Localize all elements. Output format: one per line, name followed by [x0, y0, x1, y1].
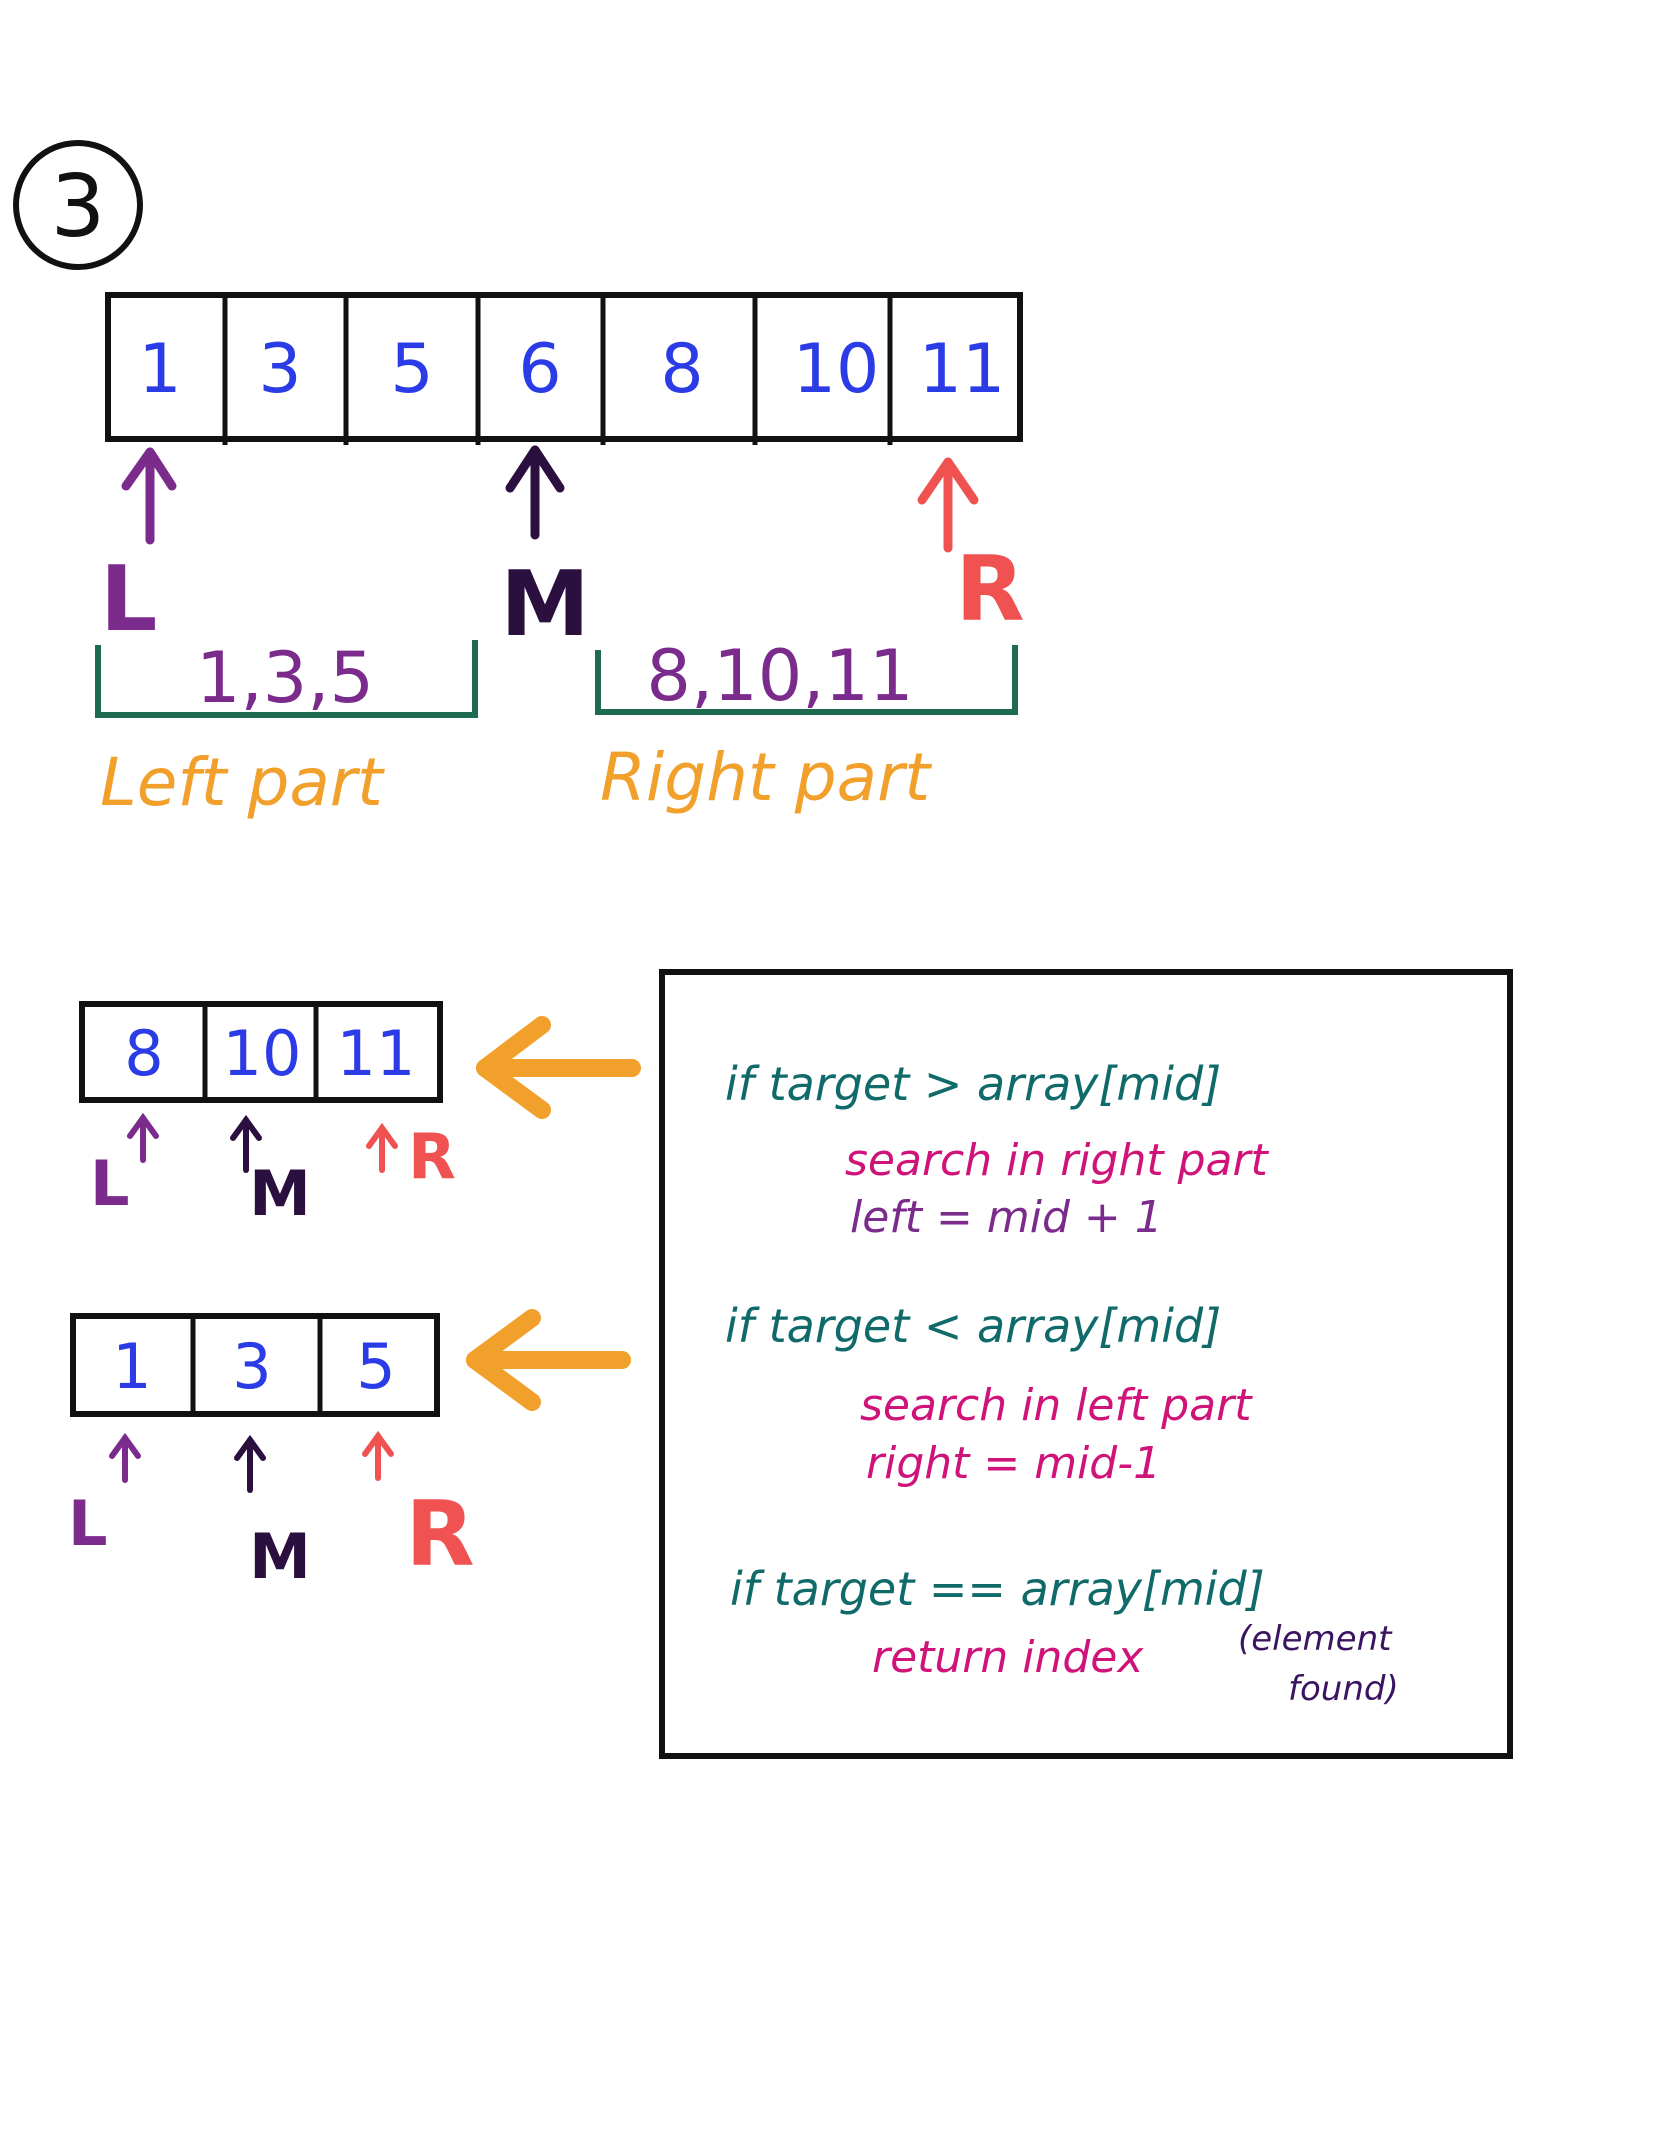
right-pointer-arrow — [917, 457, 979, 553]
right-part-label: Right part — [600, 739, 932, 816]
equal-note-line2: found) — [1288, 1669, 1399, 1709]
sub-right-left-arrow — [127, 1112, 159, 1163]
mid-pointer-label: M — [500, 552, 590, 657]
array-cell-value: 10 — [793, 330, 880, 409]
sub-right-left-label: L — [90, 1147, 130, 1220]
step-badge: 3 — [13, 140, 143, 270]
sub-right-mid-label: M — [249, 1157, 311, 1230]
array-cell-value: 5 — [390, 330, 433, 409]
sub-right-right-label: R — [408, 1120, 456, 1193]
orange-arrow-lower — [466, 1309, 631, 1411]
equal-note-line1: (element — [1238, 1619, 1393, 1659]
sub-right-cell-value: 11 — [337, 1017, 416, 1090]
sub-left-right-label: R — [405, 1482, 474, 1587]
equal-action: return index — [872, 1632, 1144, 1683]
sub-left-cell-value: 1 — [112, 1330, 151, 1403]
sub-right-mid-arrow — [230, 1114, 262, 1173]
sub-left-cell-value: 3 — [232, 1330, 271, 1403]
array-cell-value: 8 — [660, 330, 703, 409]
sub-left-mid-arrow — [234, 1434, 266, 1493]
sub-right-right-arrow — [366, 1122, 398, 1173]
array-cell-value: 6 — [518, 330, 561, 409]
left-part-label: Left part — [100, 744, 385, 821]
sub-right-cell-value: 8 — [124, 1017, 163, 1090]
left-pointer-label: L — [100, 547, 157, 652]
right-values: 8,10,11 — [646, 635, 913, 717]
orange-arrow-upper — [476, 1016, 641, 1119]
greater-condition: if target > array[mid] — [725, 1057, 1221, 1111]
less-assign: right = mid-1 — [866, 1438, 1161, 1489]
less-condition: if target < array[mid] — [725, 1299, 1221, 1353]
equal-condition: if target == array[mid] — [730, 1562, 1265, 1616]
greater-assign: left = mid + 1 — [850, 1192, 1163, 1243]
mid-pointer-arrow — [505, 445, 565, 540]
sub-left-left-label: L — [68, 1487, 108, 1560]
right-pointer-label: R — [955, 537, 1024, 642]
sub-array-left: 1 3 5 — [70, 1313, 440, 1417]
sub-left-mid-label: M — [249, 1520, 311, 1593]
left-pointer-arrow — [121, 447, 177, 545]
sub-left-left-arrow — [109, 1432, 141, 1483]
array-cell-value: 11 — [919, 330, 1006, 409]
left-bracket — [95, 640, 478, 718]
right-bracket — [595, 645, 1018, 715]
less-action: search in left part — [860, 1380, 1253, 1431]
step-number: 3 — [51, 157, 106, 257]
main-array: 1 3 5 6 8 10 11 — [105, 292, 1023, 445]
greater-action: search in right part — [845, 1135, 1270, 1186]
sub-left-cell-value: 5 — [356, 1330, 395, 1403]
sub-array-right: 8 10 11 — [79, 1001, 443, 1103]
array-cell-value: 1 — [138, 330, 181, 409]
array-cell-value: 3 — [258, 330, 301, 409]
left-values: 1,3,5 — [196, 637, 374, 719]
sub-right-cell-value: 10 — [223, 1017, 302, 1090]
code-box — [659, 969, 1513, 1759]
sub-left-right-arrow — [362, 1430, 394, 1481]
